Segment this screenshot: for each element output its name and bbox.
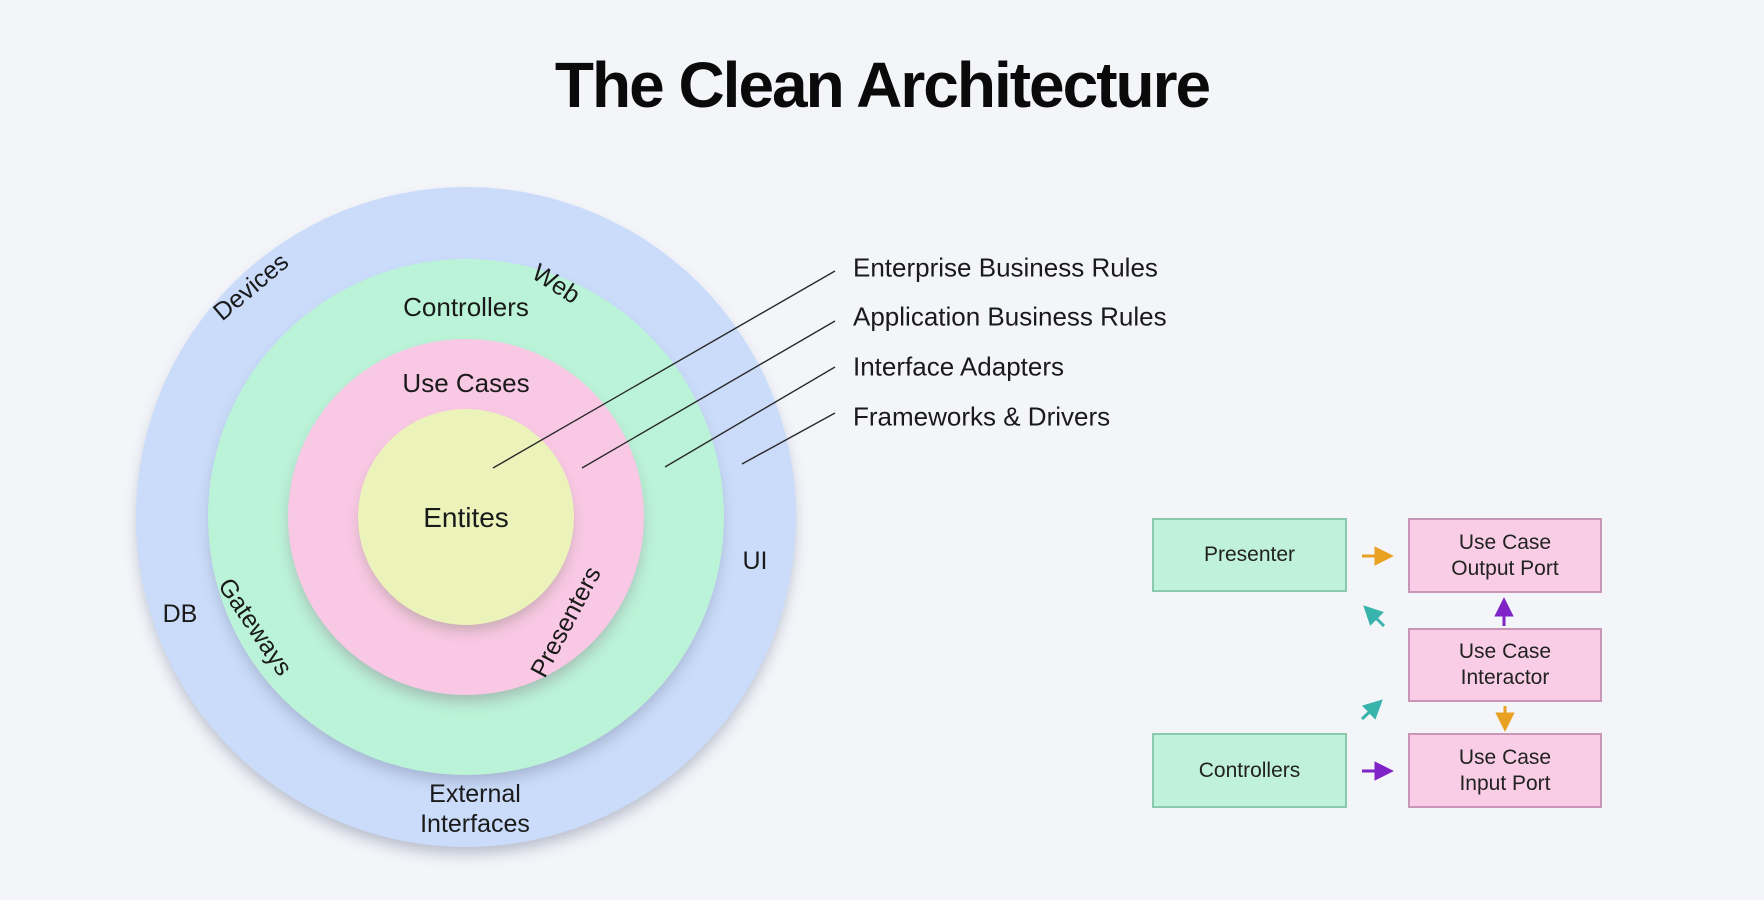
label-db: DB	[162, 600, 198, 628]
callout-application-business-rules: Application Business Rules	[853, 301, 1167, 332]
callout-interface-adapters: Interface Adapters	[853, 351, 1065, 382]
callout-enterprise-business-rules: Enterprise Business Rules	[853, 252, 1158, 283]
label-controllers: Controllers	[403, 292, 529, 322]
flow-box-use-case-interactor: Use Case Interactor	[1408, 628, 1602, 702]
flow-box-controllers: Controllers	[1152, 733, 1347, 808]
arrow-up-right-to-interactor	[1360, 699, 1383, 721]
label-use-cases: Use Cases	[402, 368, 530, 398]
label-external-interfaces: External Interfaces	[420, 780, 530, 838]
flow-box-use-case-output-port: Use Case Output Port	[1408, 518, 1602, 593]
flow-box-use-case-input-port: Use Case Input Port	[1408, 733, 1602, 808]
arrow-up-left-to-presenter	[1363, 605, 1386, 628]
label-entities: Entites	[423, 502, 509, 533]
label-ui: UI	[742, 547, 768, 575]
page-title: The Clean Architecture	[554, 49, 1211, 121]
callout-frameworks-and-drivers: Frameworks & Drivers	[853, 401, 1111, 432]
flow-box-presenter: Presenter	[1152, 518, 1347, 592]
